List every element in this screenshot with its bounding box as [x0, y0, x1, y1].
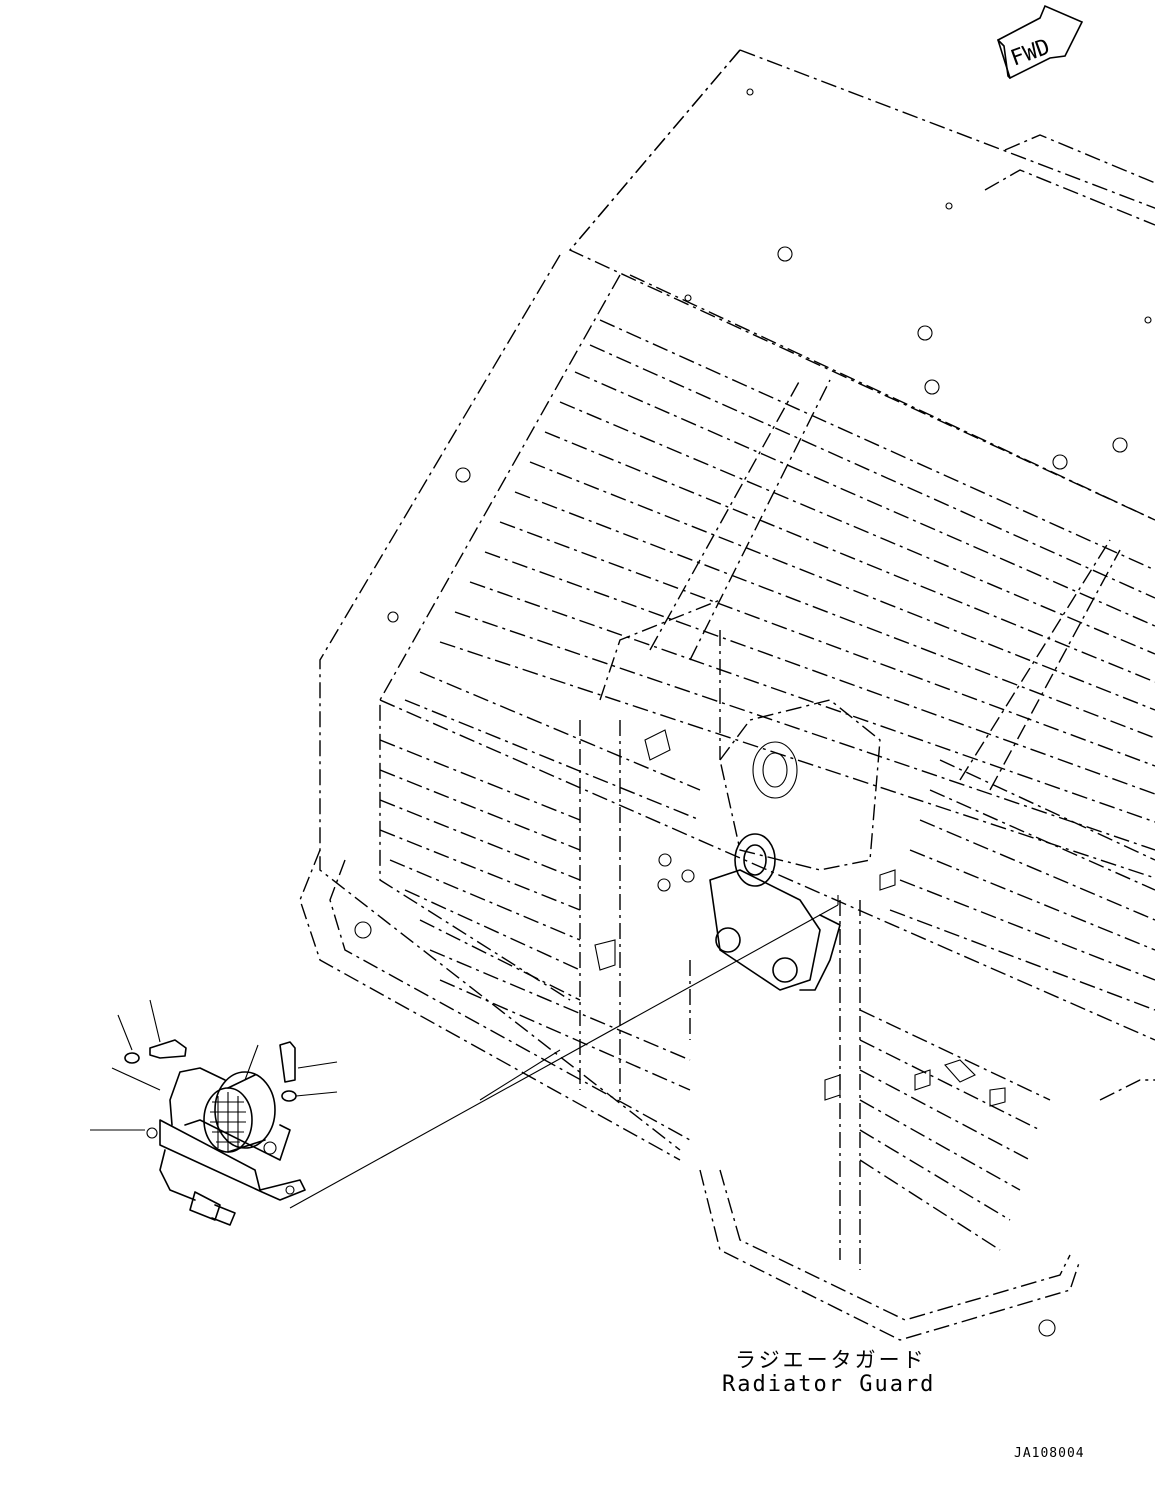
grille-slats [379, 319, 1155, 1251]
backup-alarm-assembly [90, 895, 839, 1226]
radiator-guard-frame [319, 254, 1155, 1270]
mounting-plate [594, 699, 1006, 1107]
drawing-number: JA108004 [1014, 1446, 1085, 1461]
part-caption-english: Radiator Guard [722, 1372, 936, 1397]
guard-bumper-bars [299, 849, 1155, 1341]
hood-outline [354, 49, 1155, 1337]
part-caption-japanese: ラジエータガード [735, 1348, 927, 1372]
fwd-arrow-icon: FWD [997, 4, 1084, 80]
